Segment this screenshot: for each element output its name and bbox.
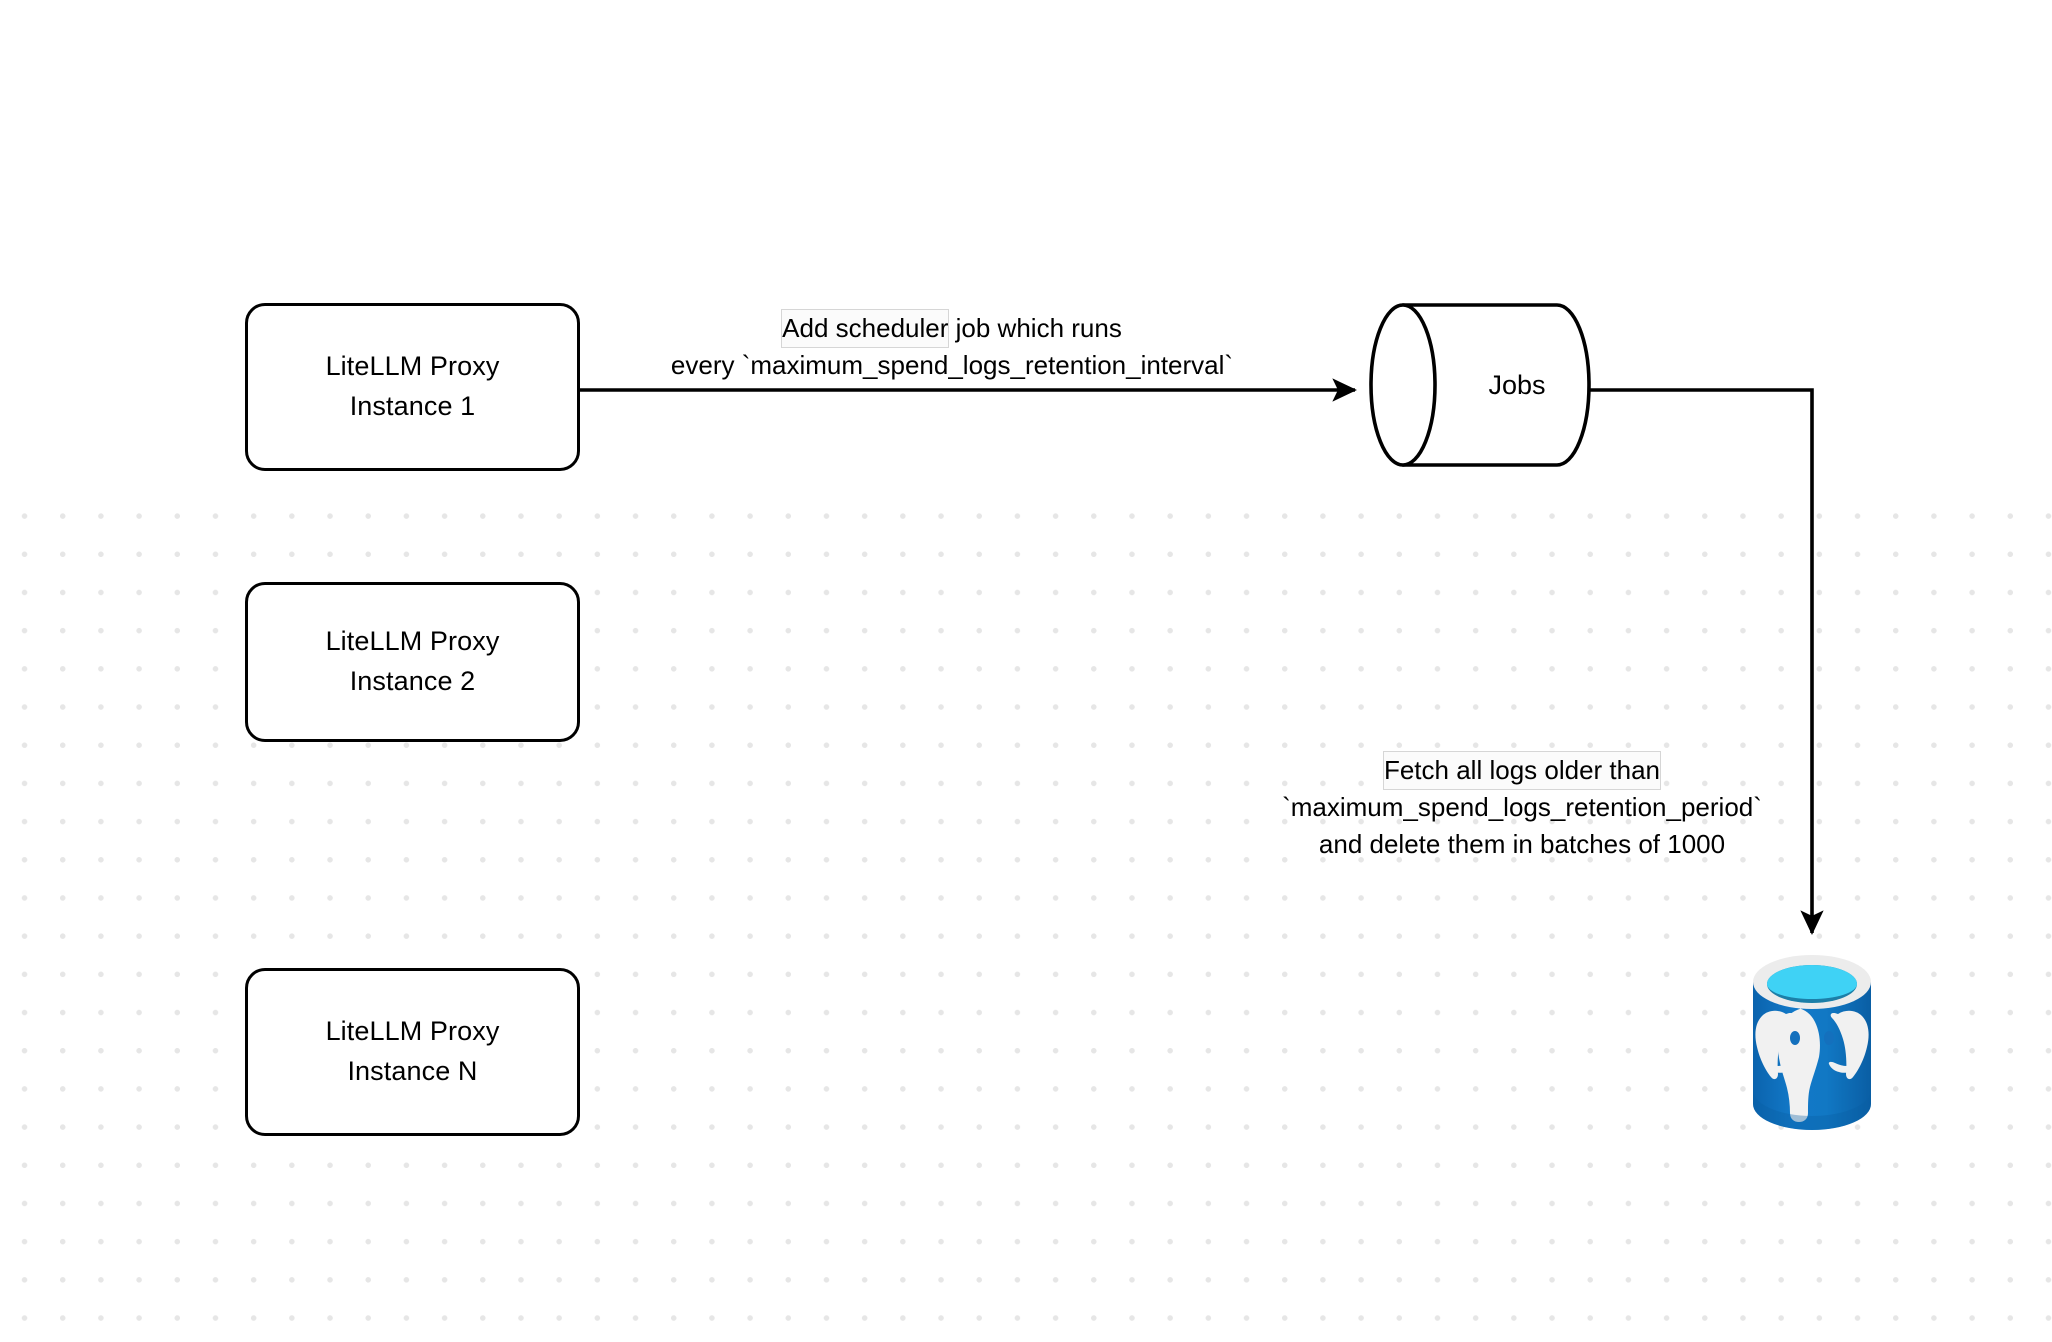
edge-label-line1: Fetch all logs older than: [1232, 752, 1812, 789]
edge-label-line2: every `maximum_spend_logs_retention_inte…: [670, 349, 1234, 380]
edge-label-fetch-logs: Fetch all logs older than `maximum_spend…: [1232, 752, 1812, 863]
edge-label-line1-rest: job which runs: [948, 313, 1122, 343]
edge-jobs-to-database: [1589, 388, 1824, 935]
node-litellm-proxy-instance-2[interactable]: LiteLLM Proxy Instance 2: [245, 582, 580, 742]
edge-label-scheduler-job: Add scheduler job which runs every `maxi…: [592, 310, 1312, 384]
edge-label-line1: Add scheduler job which runs: [592, 310, 1312, 347]
edge-label-line3: and delete them in batches of 1000: [1318, 828, 1726, 859]
postgres-elephant-logo: [1755, 1007, 1869, 1122]
node-label-line2: Instance 1: [349, 391, 476, 421]
edge-label-highlight: Add scheduler: [782, 310, 949, 347]
node-litellm-proxy-instance-n[interactable]: LiteLLM Proxy Instance N: [245, 968, 580, 1136]
node-label-jobs: Jobs: [1488, 370, 1546, 400]
node-label-line2: Instance 2: [349, 666, 476, 696]
node-label-line1: LiteLLM Proxy: [325, 351, 500, 382]
edge-label-highlight: Fetch all logs older than: [1383, 752, 1661, 789]
postgres-elephant-eyes: [1790, 1031, 1834, 1045]
node-litellm-proxy-instance-1[interactable]: LiteLLM Proxy Instance 1: [245, 303, 580, 471]
node-label-line1: LiteLLM Proxy: [325, 1016, 500, 1047]
node-label-line2: Instance N: [347, 1056, 478, 1086]
jobs-cylinder: [1369, 303, 1591, 467]
edge-label-line2: `maximum_spend_logs_retention_period`: [1282, 791, 1762, 822]
node-label-line1: LiteLLM Proxy: [325, 626, 500, 657]
postgresql-database-icon: [1753, 955, 1871, 1130]
